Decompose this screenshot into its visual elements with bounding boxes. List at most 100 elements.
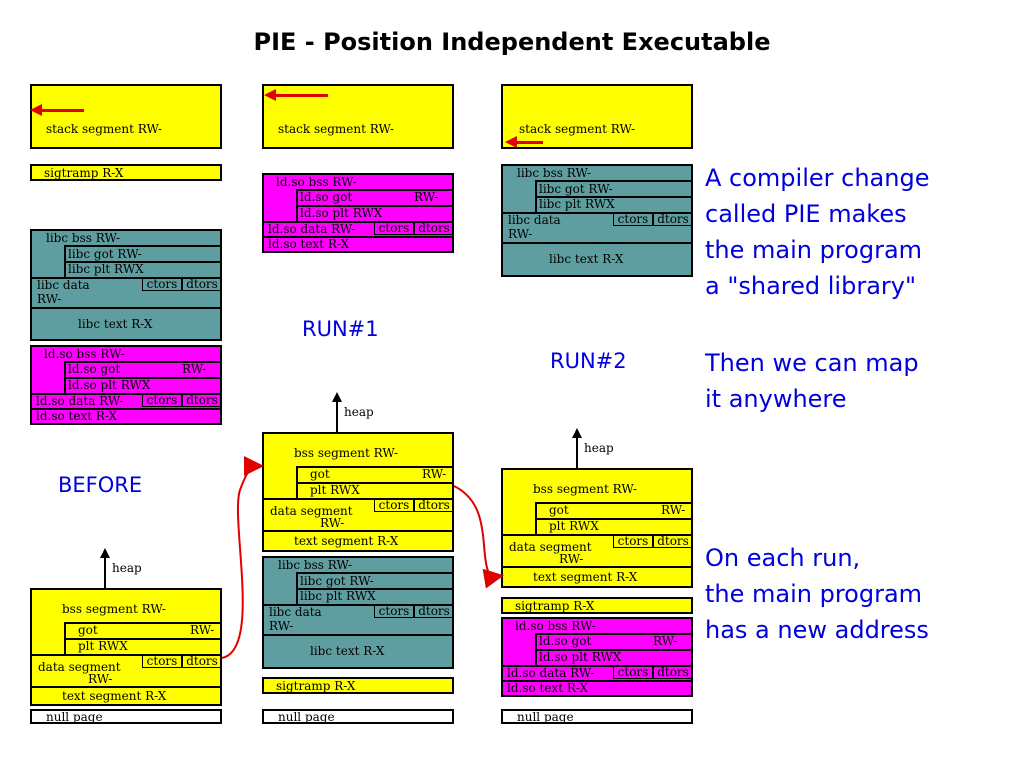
ldso-block: ld.so bss RW- ld.so got RW- ld.so plt RW… <box>262 173 454 253</box>
ldso-plt-label: ld.so plt RWX <box>68 378 151 392</box>
stack-segment: stack segment RW- <box>501 84 693 149</box>
ctors-cell: ctors <box>142 393 182 407</box>
diagram-title: PIE - Position Independent Executable <box>253 28 771 56</box>
data-segment-rw: RW- <box>88 672 113 686</box>
run1-label: RUN#1 <box>302 317 379 341</box>
data-segment-rw: RW- <box>559 552 584 566</box>
libc-bss-label: libc bss RW- <box>46 231 120 245</box>
ldso-got-rw: RW- <box>414 190 439 204</box>
null-page-label: null page <box>46 710 103 724</box>
ldso-got-rw: RW- <box>182 362 207 376</box>
before-label: BEFORE <box>58 473 143 497</box>
note-line: On each run, <box>705 544 861 572</box>
ldso-data-label: ld.so data RW- <box>36 394 124 408</box>
main-program-block: bss segment RW- got RW- plt RWX ctors dt… <box>501 468 693 588</box>
ldso-block: ld.so bss RW- ld.so got RW- ld.so plt RW… <box>30 345 222 425</box>
dtors-cell: dtors <box>414 498 454 512</box>
ldso-plt-label: ld.so plt RWX <box>539 650 622 664</box>
ldso-bss-label: ld.so bss RW- <box>515 619 596 633</box>
bss-segment-label: bss segment RW- <box>533 482 637 496</box>
dtors-cell: dtors <box>653 212 693 226</box>
sigtramp-segment: sigtramp R-X <box>30 164 222 181</box>
dtors-cell: dtors <box>414 221 454 235</box>
libc-block: libc bss RW- libc got RW- libc plt RWX c… <box>501 164 693 277</box>
stack-segment-label: stack segment RW- <box>278 122 395 136</box>
libc-block: libc bss RW- libc got RW- libc plt RWX c… <box>262 556 454 669</box>
heap-arrow <box>332 392 342 432</box>
ldso-plt-label: ld.so plt RWX <box>300 206 383 220</box>
run2-label: RUN#2 <box>550 349 627 373</box>
libc-bss-label: libc bss RW- <box>278 558 352 572</box>
text-segment-label: text segment R-X <box>294 534 399 548</box>
got-label: got <box>549 503 569 517</box>
dtors-cell: dtors <box>653 534 693 548</box>
ctors-cell: ctors <box>613 534 653 548</box>
got-rw: RW- <box>422 467 447 481</box>
ctors-cell: ctors <box>374 604 414 618</box>
ldso-got-label: ld.so got <box>68 362 121 376</box>
stack-growth-arrow <box>264 89 328 101</box>
data-segment-label: data segment <box>509 540 592 554</box>
bss-segment-label: bss segment RW- <box>294 446 398 460</box>
main-program-block: bss segment RW- got RW- plt RWX ctors dt… <box>30 588 222 706</box>
plt-label: plt RWX <box>549 519 599 533</box>
ldso-got-label: ld.so got <box>300 190 353 204</box>
relocation-arrow-run2 <box>453 485 504 589</box>
ldso-got-rw: RW- <box>653 634 678 648</box>
null-page-label: null page <box>517 710 574 724</box>
libc-data-rw: RW- <box>508 227 533 241</box>
libc-text-label: libc text R-X <box>78 317 153 331</box>
note-line: the main program <box>705 580 923 608</box>
stack-segment-label: stack segment RW- <box>46 122 163 136</box>
got-rw: RW- <box>661 503 686 517</box>
note-line: called PIE makes <box>705 200 907 228</box>
libc-text-label: libc text R-X <box>549 252 624 266</box>
main-program-block: bss segment RW- got RW- plt RWX ctors dt… <box>262 432 454 552</box>
null-page: null page <box>501 709 693 724</box>
ldso-text-label: ld.so text R-X <box>507 681 589 695</box>
heap-label: heap <box>344 405 374 419</box>
plt-label: plt RWX <box>310 483 360 497</box>
stack-growth-arrow <box>30 104 84 116</box>
note-line: the main program <box>705 236 923 264</box>
ctors-cell: ctors <box>374 498 414 512</box>
ctors-cell: ctors <box>374 221 414 235</box>
note-line: has a new address <box>705 616 929 644</box>
bss-segment-label: bss segment RW- <box>62 602 166 616</box>
libc-data-label: libc data <box>37 278 90 292</box>
text-segment-label: text segment R-X <box>62 689 167 703</box>
libc-data-label: libc data <box>508 213 561 227</box>
data-segment-label: data segment <box>270 504 353 518</box>
null-page-label: null page <box>278 710 335 724</box>
null-page: null page <box>30 709 222 724</box>
libc-plt-label: libc plt RWX <box>300 589 376 603</box>
stack-segment: stack segment RW- <box>262 84 454 149</box>
heap-arrow <box>572 428 582 468</box>
libc-data-label: libc data <box>269 605 322 619</box>
sigtramp-label: sigtramp R-X <box>276 679 356 693</box>
libc-data-rw: RW- <box>269 619 294 633</box>
libc-text-label: libc text R-X <box>310 644 385 658</box>
got-label: got <box>78 623 98 637</box>
libc-got-label: libc got RW- <box>68 247 142 261</box>
libc-plt-label: libc plt RWX <box>539 197 615 211</box>
got-label: got <box>310 467 330 481</box>
stack-segment-label: stack segment RW- <box>519 122 636 136</box>
libc-got-label: libc got RW- <box>539 182 613 196</box>
dtors-cell: dtors <box>182 393 222 407</box>
stack-growth-arrow <box>505 136 543 148</box>
libc-block: libc bss RW- libc got RW- libc plt RWX c… <box>30 229 222 341</box>
dtors-cell: dtors <box>653 665 693 679</box>
heap-arrow <box>100 548 110 588</box>
ctors-cell: ctors <box>613 665 653 679</box>
libc-got-label: libc got RW- <box>300 574 374 588</box>
sigtramp-label: sigtramp R-X <box>44 166 124 180</box>
stack-segment: stack segment RW- <box>30 84 222 149</box>
text-segment-label: text segment R-X <box>533 570 638 584</box>
ldso-text-label: ld.so text R-X <box>268 237 350 251</box>
note-line: Then we can map <box>705 349 919 377</box>
ldso-bss-label: ld.so bss RW- <box>276 175 357 189</box>
dtors-cell: dtors <box>182 277 222 291</box>
ctors-cell: ctors <box>613 212 653 226</box>
note-line: a "shared library" <box>705 272 917 300</box>
